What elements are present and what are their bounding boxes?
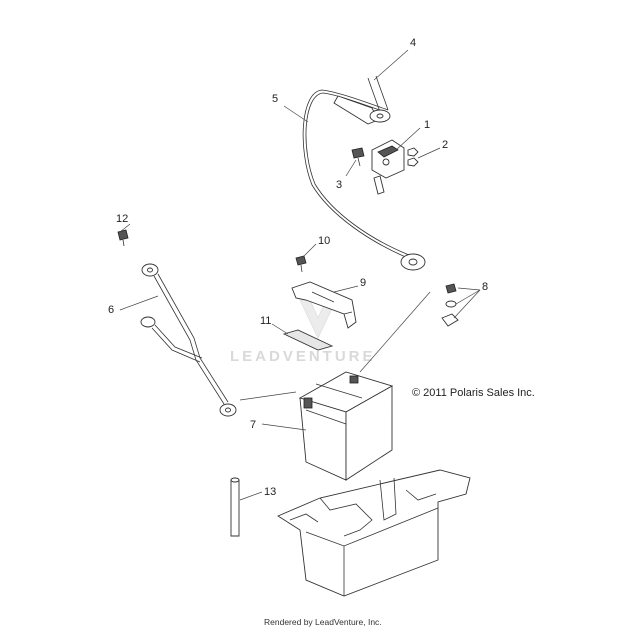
callout-5: 5 <box>272 93 278 105</box>
part-7-battery[interactable] <box>298 371 394 481</box>
part-13-tube[interactable] <box>230 477 240 537</box>
callout-12: 12 <box>116 213 128 225</box>
callout-11: 11 <box>260 315 271 327</box>
part-3-screw[interactable] <box>351 147 365 167</box>
callout-7: 7 <box>250 419 256 431</box>
callout-8: 8 <box>482 281 488 293</box>
footer-credit: Rendered by LeadVenture, Inc. <box>264 617 382 627</box>
callout-13: 13 <box>264 486 276 498</box>
part-4-cable[interactable] <box>367 75 391 123</box>
part-10-screw[interactable] <box>295 255 307 273</box>
copyright-text: © 2011 Polaris Sales Inc. <box>412 387 535 399</box>
callout-3: 3 <box>336 179 342 191</box>
part-1-relay[interactable] <box>371 139 405 195</box>
watermark-text: LEADVENTURE <box>230 348 376 365</box>
part-2-nuts[interactable] <box>407 147 419 167</box>
callout-10: 10 <box>318 235 330 247</box>
callout-2: 2 <box>442 139 448 151</box>
leader-lines <box>119 49 481 501</box>
callout-1: 1 <box>424 119 430 131</box>
battery-box[interactable] <box>277 469 471 597</box>
part-6-rod[interactable] <box>140 263 237 417</box>
part-12-bolt[interactable] <box>117 229 129 247</box>
callout-9: 9 <box>360 277 366 289</box>
callout-4: 4 <box>410 37 416 49</box>
part-11-pad[interactable] <box>282 329 334 351</box>
callout-6: 6 <box>108 304 114 316</box>
part-5-cable[interactable] <box>302 89 426 271</box>
part-8-hardware[interactable] <box>441 283 459 327</box>
part-9-bracket[interactable] <box>291 281 357 329</box>
